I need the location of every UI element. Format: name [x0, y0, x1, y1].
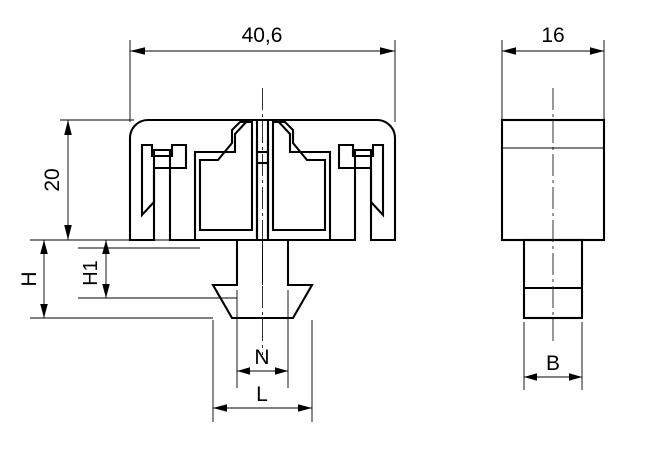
dimension-label-width-total: 40,6	[242, 24, 283, 47]
dimension-label-width-n: N	[254, 346, 269, 369]
dovetail-stem	[211, 240, 314, 320]
dimension-label-height-h: H	[18, 271, 41, 286]
side-view	[500, 88, 606, 345]
dimension-width-total: 40,6	[129, 24, 396, 122]
right-inner-chamber	[271, 120, 327, 232]
dimension-width-l: L	[212, 320, 313, 422]
dimension-label-height-body: 20	[41, 168, 64, 191]
left-hook-detail	[140, 143, 188, 218]
profile-outer-shell	[128, 118, 397, 242]
side-stem-rect	[522, 238, 584, 320]
dimension-label-height-h1: H1	[80, 260, 102, 286]
dimension-width-n: N	[236, 290, 289, 388]
dimension-label-width-l: L	[256, 383, 268, 406]
dimension-width-b: B	[523, 322, 583, 390]
center-slot-detail	[255, 140, 270, 240]
front-section-view	[128, 118, 397, 320]
left-inner-chamber	[198, 120, 254, 232]
dimension-width-side: 16	[501, 24, 605, 122]
dimension-label-width-b: B	[546, 352, 560, 375]
right-hook-detail	[337, 143, 385, 218]
dimension-height-body: 20	[41, 119, 200, 241]
dimension-label-width-side: 16	[541, 24, 564, 47]
dimension-height-h: H	[18, 239, 213, 319]
dimension-height-h1: H1	[78, 240, 237, 299]
